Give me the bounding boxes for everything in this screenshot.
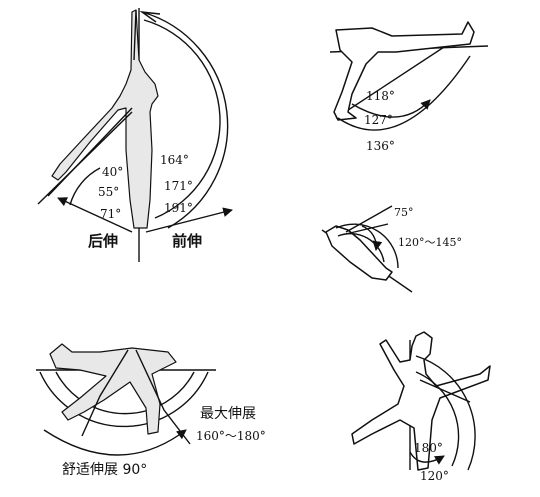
angle-label: 120°～145° [398, 236, 462, 249]
angle-label: 171° [164, 179, 193, 193]
angle-label: 164° [160, 153, 189, 167]
forward-arc [141, 11, 229, 229]
angle-label: 71° [100, 207, 121, 221]
lying-figure [49, 343, 177, 435]
front-extension-label: 前伸 [172, 232, 202, 250]
back-arrow [57, 197, 133, 233]
angle-label: 191° [164, 201, 193, 215]
panel-knee-angle: 118° 127° 136° [329, 21, 489, 153]
forearm-figure [325, 225, 393, 281]
angle-label: 136° [366, 139, 395, 153]
seated-leg-figure [333, 21, 475, 121]
max-extension-label: 最大伸展 [200, 406, 256, 422]
angle-label: 40° [102, 165, 123, 179]
angle-label: 55° [98, 185, 119, 199]
front-arrow [145, 207, 233, 233]
max-extension-range: 160°～180° [196, 429, 266, 443]
angle-label: 120° [420, 469, 449, 483]
comfort-extension-label: 舒适伸展 90° [62, 462, 147, 478]
standing-figure [51, 9, 159, 229]
panel-forearm-angle: 75° 120°～145° [321, 205, 462, 293]
panel-arm-raise: 40° 55° 71° 164° 171° 191° 后伸 前伸 [37, 8, 233, 262]
panel-leg-swing: 180° 120° [351, 331, 491, 483]
angle-label: 118° [366, 89, 395, 103]
panel-lying-extension: 最大伸展 160°～180° 舒适伸展 90° [36, 343, 266, 478]
back-extension-label: 后伸 [88, 232, 118, 250]
angle-label: 75° [394, 206, 414, 219]
kicking-figure [351, 331, 491, 471]
extension-arc [39, 371, 209, 428]
angle-label: 180° [414, 441, 443, 455]
angle-label: 127° [364, 113, 393, 127]
